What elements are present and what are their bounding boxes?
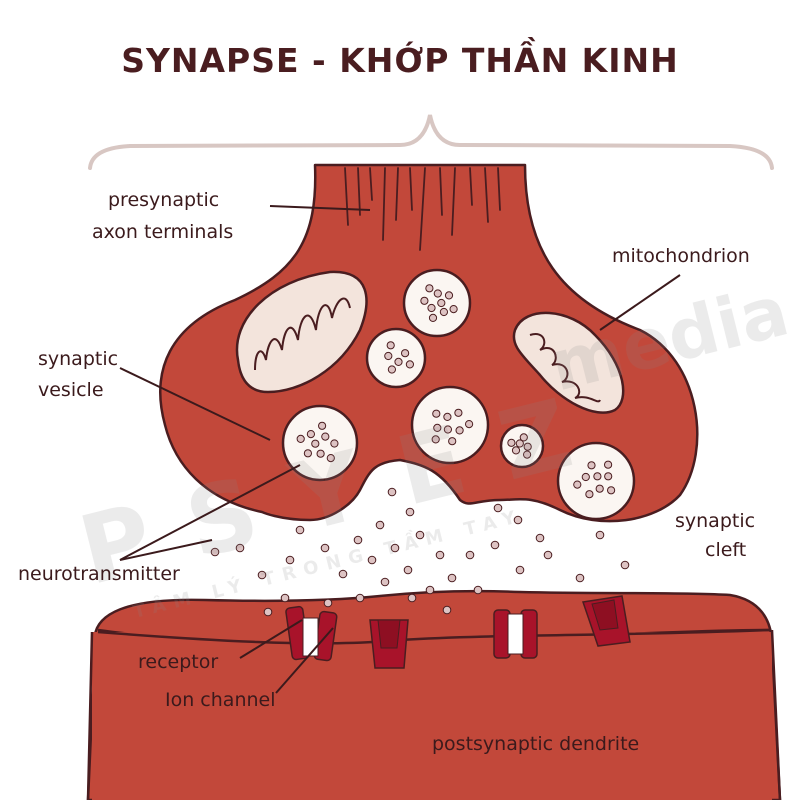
label-synaptic-vesicle-2: vesicle [38,379,104,401]
label-receptor: receptor [138,651,218,673]
neurotransmitter-dot [595,530,605,540]
neurotransmitter-dot [473,585,483,595]
neurotransmitter-dot [575,573,585,583]
receptor-4 [582,595,631,647]
neurotransmitter-dot [513,515,523,525]
vesicle-1 [402,268,472,338]
neurotransmitter-dot [435,550,445,560]
neurotransmitter-dot [447,573,457,583]
neurotransmitter-dot [515,565,525,575]
dendrite-body [92,632,772,800]
dendrite-sides [86,629,782,800]
receptor-1 [285,605,338,662]
axon-fibers [344,167,501,251]
neurotransmitter-dot [355,593,365,603]
neurotransmitter-dot [338,569,348,579]
label-ion-channel: Ion channel [165,689,276,711]
neurotransmitter-dot [425,585,435,595]
neurotransmitter-dot [323,598,333,608]
receptor-3 [493,609,538,659]
neurotransmitter-dot [407,593,417,603]
bracket [88,114,774,170]
neurotransmitter-dot [387,487,397,497]
label-presynaptic: presynaptic [108,189,219,211]
vesicle-2 [365,327,427,389]
neurotransmitter-dot [280,593,290,603]
neurotransmitter-dot [415,530,425,540]
label-postsynaptic-dendrite: postsynaptic dendrite [432,733,639,755]
page-title: SYNAPSE - KHỚP THẦN KINH [121,36,679,80]
neurotransmitter-dot [285,555,295,565]
neurotransmitter-dot [380,577,390,587]
label-synaptic-cleft-2: cleft [705,539,746,561]
vesicle-6 [556,441,636,521]
neurotransmitter-dot [403,565,413,575]
label-mitochondrion: mitochondrion [612,245,750,267]
neurotransmitter-dot [320,543,330,553]
neurotransmitter-dot [210,547,220,557]
neurotransmitter-dot [263,607,273,617]
neurotransmitter-dot [375,520,385,530]
label-neurotransmitter: neurotransmitter [18,563,180,585]
ion-channel-pore [302,617,319,657]
neurotransmitter-dot [543,550,553,560]
neurotransmitter-dots [210,487,630,617]
vesicle-3 [410,385,490,465]
neurotransmitter-dot [367,555,377,565]
receptor-2 [369,619,409,669]
neurotransmitter-dot [442,605,452,615]
neurotransmitter-dot [490,540,500,550]
label-axon-terminals: axon terminals [92,221,233,243]
neurotransmitter-dot [295,525,305,535]
label-synaptic-vesicle-1: synaptic [38,348,118,370]
neurotransmitter-dot [353,535,363,545]
neurotransmitter-dot [620,560,630,570]
neurotransmitter-dot [465,550,475,560]
vesicle-5 [499,423,545,469]
neurotransmitter-dot [235,543,245,553]
neurotransmitter-dot [257,570,267,580]
synaptic-vesicles [281,268,636,521]
neurotransmitter-dot [390,543,400,553]
mitochondrion-left [235,270,368,394]
neurotransmitter-dot [535,533,545,543]
neurotransmitter-dot [405,507,415,517]
neurotransmitter-dot [493,503,503,513]
vesicle-4 [281,404,359,482]
label-synaptic-cleft-1: synaptic [675,510,755,532]
leader-lines [119,205,681,694]
mitochondrion-right [512,311,625,414]
